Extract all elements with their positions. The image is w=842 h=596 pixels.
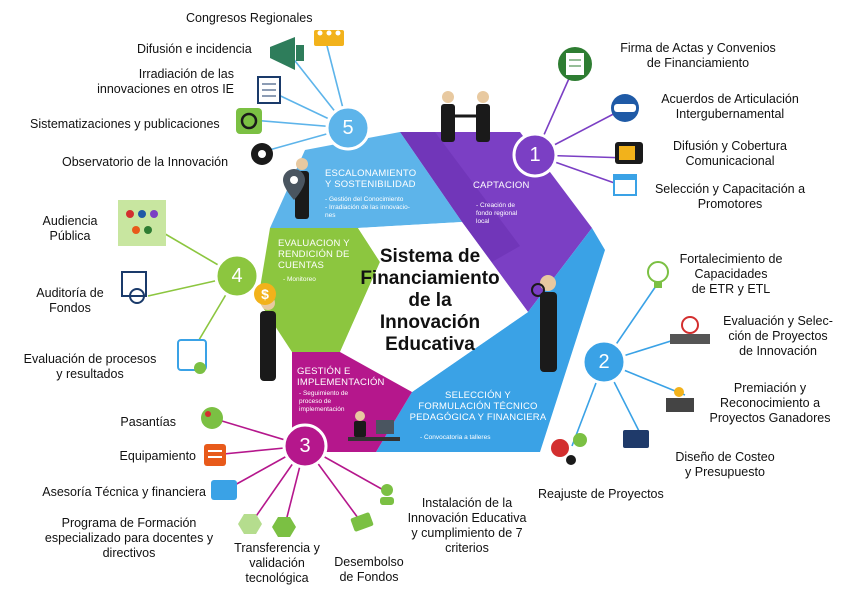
label-difusion-incidencia: Difusión e incidencia — [137, 42, 252, 56]
stage-5-number: 5 — [342, 117, 353, 139]
stage-5-subtitle: - Gestión del Conocimiento- Irradiación … — [325, 196, 410, 219]
center-hexagon — [340, 222, 528, 392]
stage-2-subtitle: - Convocatoria a talleres — [420, 434, 491, 441]
calendar-icon — [613, 174, 637, 196]
label-pasantias: Pasantías — [120, 415, 176, 429]
congress-icon — [314, 30, 344, 46]
label-equipamiento: Equipamiento — [119, 449, 196, 463]
outer-icons — [118, 30, 710, 537]
stage-number-circles: 5 1 4 2 3 — [214, 105, 627, 469]
handshake-icon — [611, 94, 639, 122]
tv-icon — [615, 142, 643, 164]
label-sistematizaciones: Sistematizaciones y publicaciones — [30, 117, 220, 131]
stage-2-number: 2 — [598, 351, 609, 373]
label-observatorio: Observatorio de la Innovación — [62, 155, 229, 169]
process-ring — [258, 132, 605, 452]
award-icon — [666, 387, 694, 412]
transfer-icon — [272, 517, 296, 537]
audit-icon — [121, 271, 147, 304]
lightbulb-icon — [647, 261, 669, 288]
segment-escalonamiento — [270, 132, 462, 228]
svg-text:$: $ — [261, 286, 269, 302]
team-icon — [670, 316, 710, 344]
stage-1-title: CAPTACION — [473, 180, 530, 191]
center-title: Sistema de Financiamiento de la Innovaci… — [360, 246, 500, 355]
stage-3-number: 3 — [299, 435, 310, 457]
stage-4-subtitle: - Monitoreo — [283, 276, 316, 283]
eye-icon — [251, 143, 273, 165]
label-reajuste: Reajuste de Proyectos — [538, 487, 664, 501]
training-icon — [238, 514, 262, 534]
location-pin-icon — [283, 169, 305, 200]
internship-icon — [201, 407, 223, 429]
people-figures: $ — [254, 91, 557, 441]
megaphone-icon — [270, 37, 304, 70]
label-asesoria: Asesoría Técnica y financiera — [42, 485, 206, 499]
handshake-people-icon — [441, 91, 490, 142]
segment-seleccion — [376, 228, 605, 452]
gears-icon — [236, 108, 262, 134]
document-icon — [257, 76, 281, 104]
audience-icon — [118, 200, 166, 246]
stage-1-number: 1 — [529, 144, 540, 166]
equipment-icon — [204, 444, 226, 466]
stage-4-number: 4 — [231, 265, 242, 287]
money-icon — [350, 512, 374, 532]
advisory-icon — [211, 480, 237, 500]
analyst-person-icon — [531, 275, 557, 372]
coin-icon: $ — [254, 283, 276, 305]
budget-icon — [623, 430, 649, 448]
users-icon — [380, 484, 394, 505]
contract-icon — [558, 47, 592, 81]
desk-worker-icon — [348, 411, 400, 441]
segment-evaluacion — [258, 228, 380, 352]
label-congresos: Congresos Regionales — [186, 11, 313, 25]
evaluation-icon — [177, 339, 207, 374]
adjust-icon — [551, 433, 587, 465]
